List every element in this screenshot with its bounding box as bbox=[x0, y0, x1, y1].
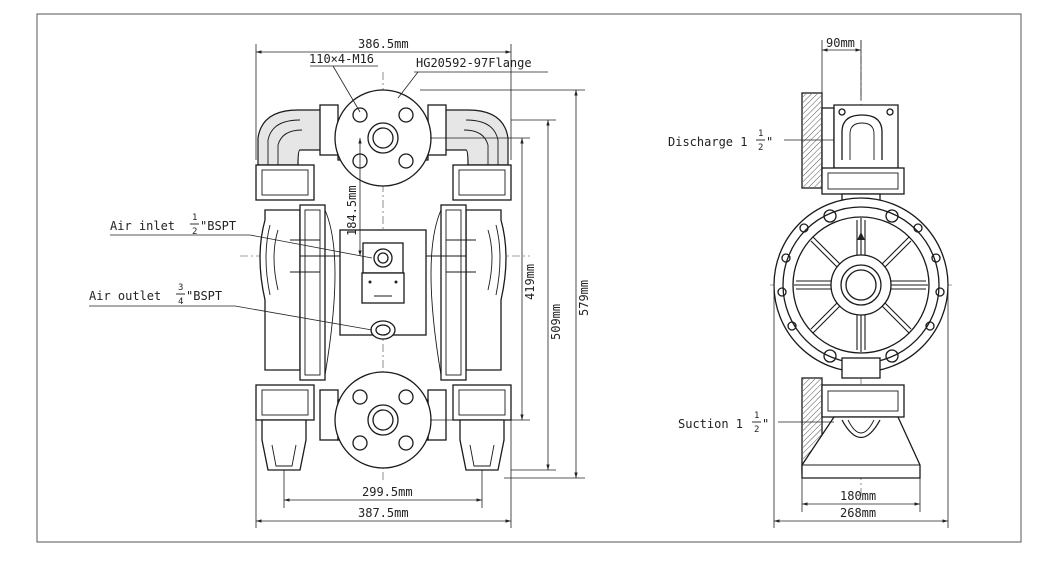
air-outlet-prefix: Air outlet bbox=[89, 289, 161, 303]
air-inlet-suffix: "BSPT bbox=[200, 219, 236, 233]
front-dimensions: 386.5mm 110×4-M16 HG20592-97Flange Air i… bbox=[89, 37, 591, 528]
flange-bolts-label: 110×4-M16 bbox=[309, 52, 374, 66]
dim-overall-width-top: 386.5mm bbox=[358, 37, 409, 51]
suction-suffix: " bbox=[762, 417, 769, 431]
suction-prefix: Suction 1 bbox=[678, 417, 743, 431]
air-outlet-num: 3 bbox=[178, 283, 183, 293]
air-valve-block bbox=[339, 229, 427, 340]
discharge-num: 1 bbox=[758, 129, 763, 139]
air-inlet-den: 2 bbox=[192, 227, 197, 237]
flange-standard-label: HG20592-97Flange bbox=[416, 56, 532, 70]
dim-base-inner-width: 180mm bbox=[840, 489, 876, 503]
front-view bbox=[240, 72, 530, 482]
discharge-assembly bbox=[801, 92, 905, 215]
dim-height-509: 509mm bbox=[549, 304, 563, 340]
dim-foot-spacing: 299.5mm bbox=[362, 485, 413, 499]
side-dimensions: 90mm Discharge 1 1 2 " Suction 1 1 2 " 1… bbox=[668, 36, 949, 528]
air-outlet-suffix: "BSPT bbox=[186, 289, 222, 303]
left-chamber bbox=[259, 204, 340, 381]
suction-num: 1 bbox=[754, 411, 759, 421]
discharge-suffix: " bbox=[766, 135, 773, 149]
suction-den: 2 bbox=[754, 425, 759, 435]
discharge-den: 2 bbox=[758, 143, 763, 153]
suction-assembly bbox=[801, 357, 921, 479]
dim-top-width: 90mm bbox=[826, 36, 855, 50]
diaphragm-housing bbox=[773, 197, 949, 373]
air-outlet-den: 4 bbox=[178, 297, 183, 307]
air-inlet-num: 1 bbox=[192, 213, 197, 223]
dim-height-419: 419mm bbox=[523, 264, 537, 300]
air-inlet-prefix: Air inlet bbox=[110, 219, 175, 233]
dim-center-height: 184.5mm bbox=[345, 185, 359, 236]
discharge-prefix: Discharge 1 bbox=[668, 135, 747, 149]
dim-height-579: 579mm bbox=[577, 280, 591, 316]
feet bbox=[261, 419, 505, 471]
dim-overall-width-bottom: 387.5mm bbox=[358, 506, 409, 520]
side-view bbox=[770, 40, 952, 500]
dim-base-overall-width: 268mm bbox=[840, 506, 876, 520]
top-flange bbox=[334, 89, 432, 187]
drawing-border bbox=[36, 13, 1022, 543]
bottom-flange bbox=[334, 371, 432, 469]
right-chamber bbox=[426, 204, 507, 381]
